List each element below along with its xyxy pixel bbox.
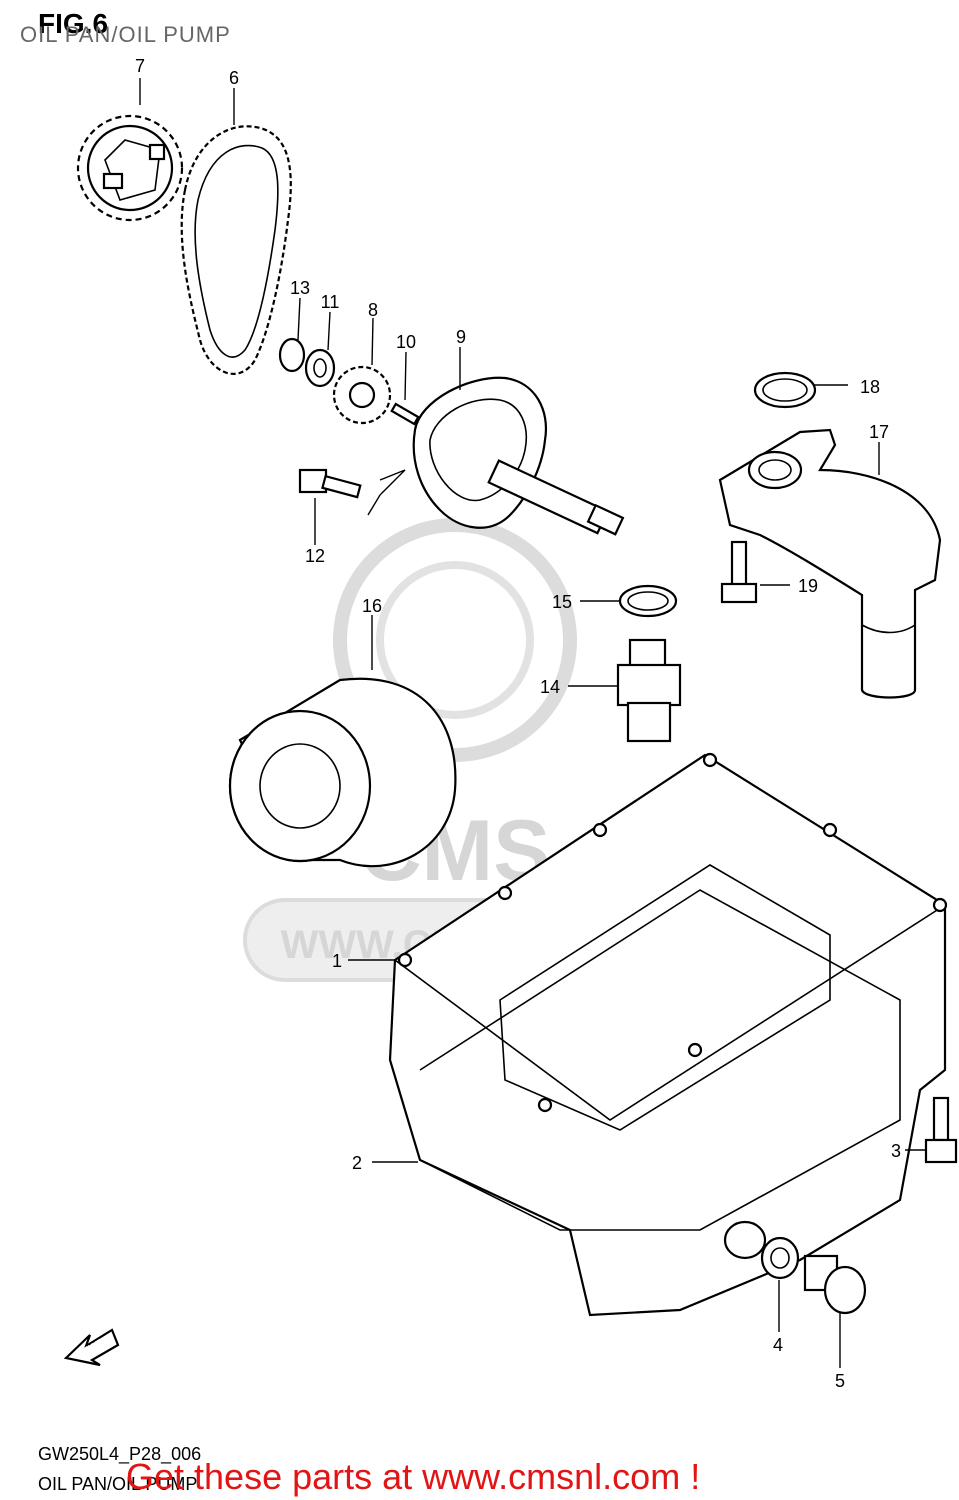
oil-pump-chain (180, 125, 292, 375)
callout-19: 19 (798, 576, 818, 596)
callout-10: 10 (396, 332, 416, 352)
washer (304, 348, 336, 388)
callout-17: 17 (869, 422, 889, 442)
callout-2: 2 (352, 1153, 362, 1173)
fwd-arrow-icon: FWD (63, 1328, 120, 1367)
oil-pump (367, 376, 625, 536)
callout-12: 12 (305, 546, 325, 566)
drive-sprocket (76, 114, 184, 222)
callout-3: 3 (891, 1141, 901, 1161)
callout-16: 16 (362, 596, 382, 616)
callout-8: 8 (368, 300, 378, 320)
oil-pump-bolt (298, 468, 362, 499)
callout-1: 1 (332, 951, 342, 971)
o-ring-strainer (753, 371, 817, 409)
callout-13: 13 (290, 278, 310, 298)
diagram-code: GW250L4_P28_006 (38, 1444, 202, 1464)
oil-strainer (718, 428, 942, 699)
oil-pan (388, 753, 947, 1317)
oil-pan-bolt (924, 1096, 958, 1164)
callout-9: 9 (456, 327, 466, 347)
pin (390, 402, 420, 426)
drain-plug-gasket (760, 1236, 800, 1280)
driven-sprocket (332, 365, 392, 425)
callout-7: 7 (135, 56, 145, 76)
callout-4: 4 (773, 1335, 783, 1355)
oil-pan-gasket (393, 752, 948, 1121)
callout-labels: 7 6 13 11 8 10 9 12 18 17 19 15 14 16 1 … (135, 56, 901, 1391)
drain-plug (803, 1254, 867, 1315)
oil-filter (228, 677, 457, 868)
callout-5: 5 (835, 1371, 845, 1391)
figure-subtitle: OIL PAN/OIL PUMP (20, 22, 231, 47)
callout-11: 11 (321, 292, 340, 312)
callout-14: 14 (540, 677, 560, 697)
diagram-caption: OIL PAN/OIL PUMP (38, 1474, 198, 1494)
callout-15: 15 (552, 592, 572, 612)
callout-18: 18 (860, 377, 880, 397)
leader-lines (139, 78, 926, 1368)
circlip (278, 337, 306, 373)
oil-pressure-switch (616, 638, 682, 743)
promo-link[interactable]: Get these parts at www.cmsnl.com ! (126, 1456, 701, 1497)
figure-title: FIG.6 (38, 8, 109, 39)
strainer-bolt (720, 540, 758, 604)
callout-6: 6 (229, 68, 239, 88)
